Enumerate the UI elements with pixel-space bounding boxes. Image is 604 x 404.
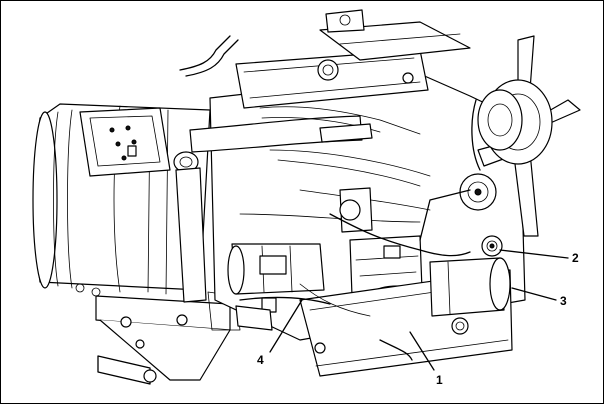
leader-line-2: [499, 249, 569, 259]
callout-2: 2: [572, 251, 579, 265]
leader-line-3: [511, 287, 557, 301]
oil-sender: [481, 235, 503, 257]
fuel-system: [239, 106, 431, 297]
cooling-fan: [471, 35, 581, 237]
mounting-base: [95, 291, 241, 385]
junction-box: [79, 107, 171, 177]
starter-motor: [227, 243, 325, 295]
leader-line-1: [409, 331, 435, 371]
oil-cooler: [429, 257, 511, 317]
alternator: [459, 173, 497, 211]
leader-line-4: [269, 299, 303, 353]
leader-lines: [269, 249, 569, 371]
callout-4: 4: [257, 353, 264, 367]
callout-3: 3: [560, 294, 567, 308]
intake-hose: [173, 35, 363, 303]
wiring-harness: [235, 189, 471, 331]
callout-1: 1: [436, 373, 443, 387]
